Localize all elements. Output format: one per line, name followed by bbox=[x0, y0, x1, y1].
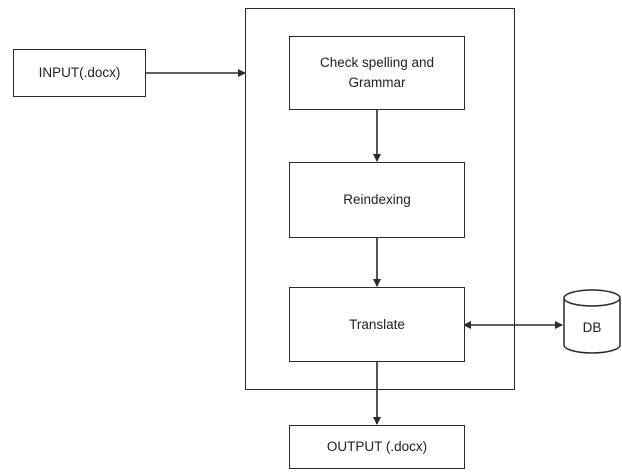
input-label: INPUT(.docx) bbox=[38, 65, 121, 81]
step-label: Check spelling and Grammar bbox=[319, 55, 435, 90]
step-label: Translate bbox=[349, 316, 405, 332]
database-cylinder-icon bbox=[563, 289, 621, 354]
output-label: OUTPUT (.docx) bbox=[326, 439, 428, 455]
database-label: DB bbox=[582, 320, 602, 335]
output-node: OUTPUT (.docx) bbox=[289, 425, 465, 469]
input-node: INPUT(.docx) bbox=[13, 49, 146, 97]
step-check-spelling-grammar: Check spelling and Grammar bbox=[289, 36, 465, 110]
process-container bbox=[245, 8, 515, 390]
step-translate: Translate bbox=[289, 287, 465, 362]
step-label: Reindexing bbox=[343, 192, 411, 208]
step-reindexing: Reindexing bbox=[289, 162, 465, 238]
